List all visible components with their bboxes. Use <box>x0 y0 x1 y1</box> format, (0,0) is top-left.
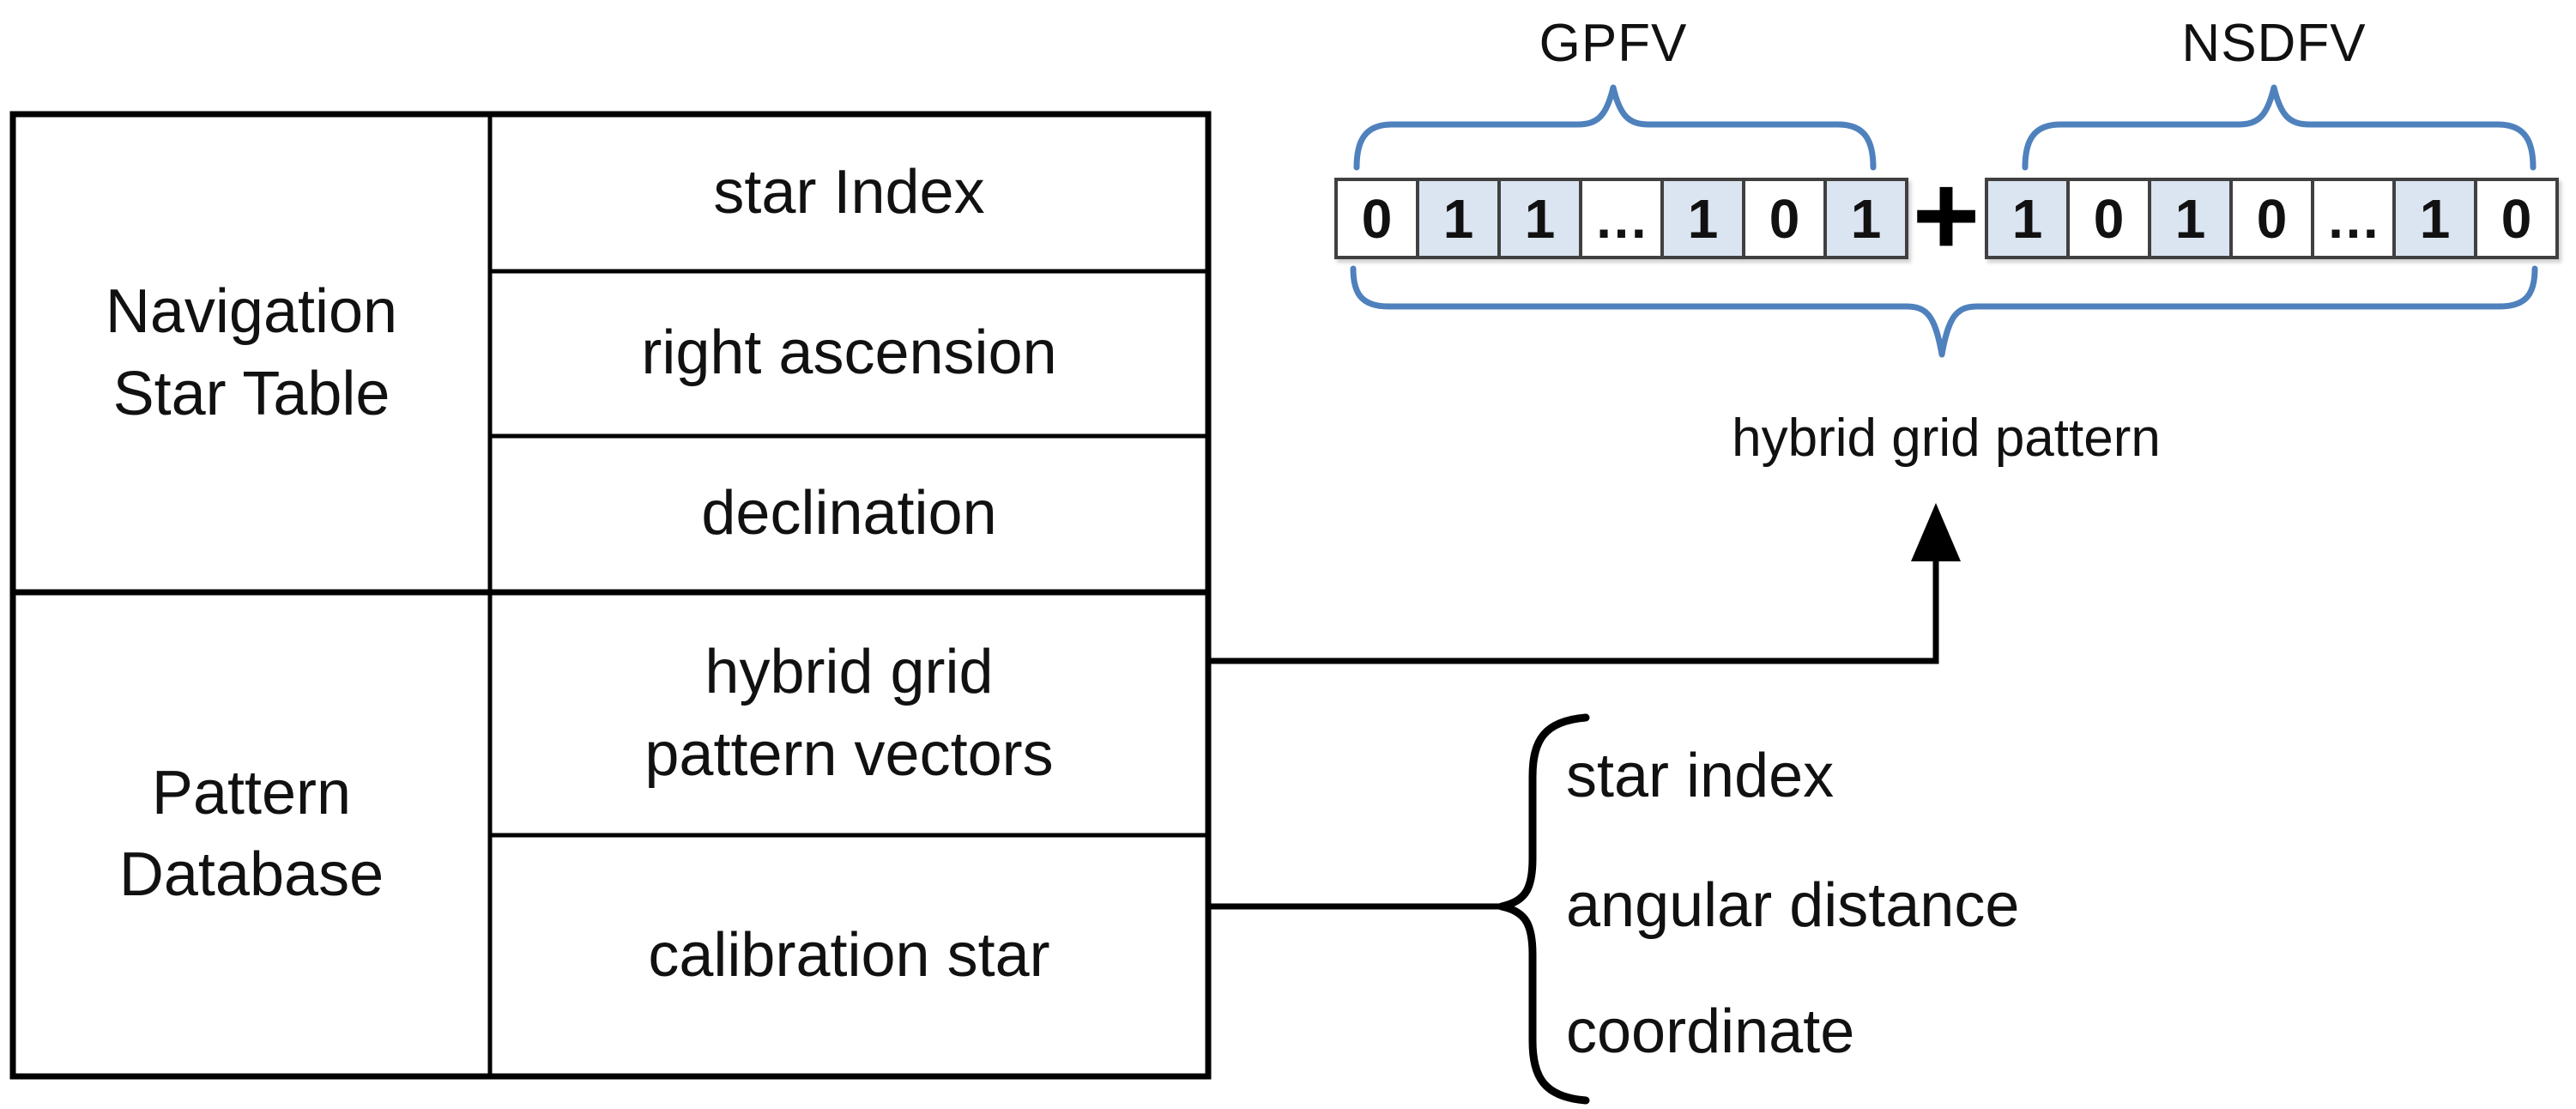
list-item-star-index: star index <box>1566 742 1835 811</box>
nsdfv-bit-0: 1 <box>1988 181 2070 256</box>
calibration-fields-brace <box>1497 713 1590 1105</box>
gpfv-bit-1: 1 <box>1419 181 1501 256</box>
table-cell-hybrid-grid-pattern-vectors: hybrid grid pattern vectors <box>644 638 1054 789</box>
nsdfv-bit-5: 1 <box>2396 181 2477 256</box>
table-cell-declination: declination <box>701 479 997 548</box>
hybrid-grid-pattern-label: hybrid grid pattern <box>1732 409 2161 469</box>
nsdfv-bit-2: 1 <box>2151 181 2233 256</box>
table-cell-right-ascension: right ascension <box>641 318 1057 388</box>
gpfv-bit-6: 1 <box>1827 181 1905 256</box>
nsdfv-bit-4: … <box>2314 181 2396 256</box>
plus-operator: + <box>1912 149 1980 280</box>
list-item-coordinate: coordinate <box>1566 997 1855 1067</box>
table-group-pattern-database: Pattern Database <box>118 758 384 909</box>
hybrid-pattern-underbrace <box>1350 265 2538 358</box>
gpfv-bit-4: 1 <box>1664 181 1745 256</box>
arrow-shaft <box>1208 560 1939 664</box>
table-grid <box>9 111 1212 1080</box>
nsdfv-overbrace <box>2022 84 2537 171</box>
nsdfv-bit-3: 0 <box>2233 181 2314 256</box>
nsdfv-bit-vector: 1 0 1 0 … 1 0 <box>1985 178 2559 259</box>
gpfv-bit-0: 0 <box>1338 181 1419 256</box>
nsdfv-bit-6: 0 <box>2477 181 2555 256</box>
arrow-head <box>1911 503 1961 561</box>
nsdfv-bit-1: 0 <box>2070 181 2151 256</box>
list-item-angular-distance: angular distance <box>1566 871 2020 941</box>
gpfv-bit-2: 1 <box>1501 181 1582 256</box>
gpfv-bit-5: 0 <box>1745 181 1827 256</box>
table-group-navigation-star-table: Navigation Star Table <box>105 277 398 428</box>
gpfv-overbrace <box>1353 84 1877 171</box>
table-cell-calibration-star: calibration star <box>648 920 1050 990</box>
nsdfv-label: NSDFV <box>2181 13 2367 73</box>
arrow-to-hybrid-grid-pattern <box>1208 503 1961 664</box>
gpfv-label: GPFV <box>1539 13 1688 73</box>
gpfv-bit-3: … <box>1582 181 1664 256</box>
gpfv-bit-vector: 0 1 1 … 1 0 1 <box>1334 178 1908 259</box>
table-cell-star-index: star Index <box>713 157 985 227</box>
